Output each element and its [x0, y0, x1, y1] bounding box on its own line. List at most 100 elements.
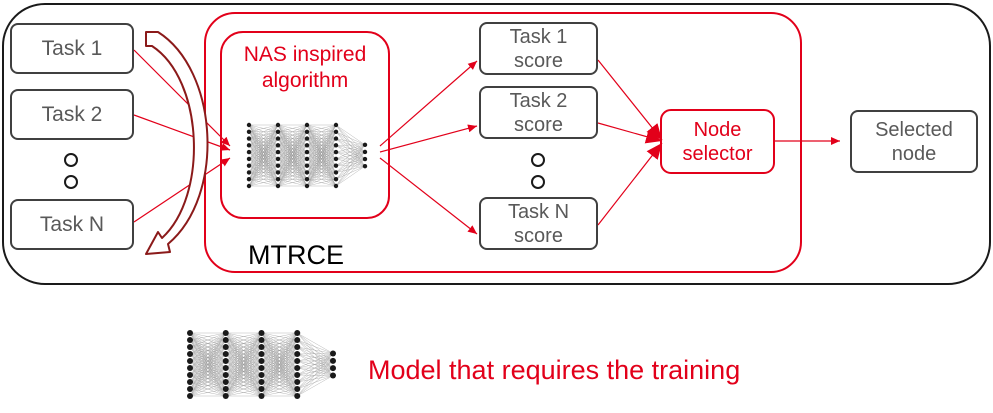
network-node	[275, 163, 281, 168]
network-edge	[277, 124, 308, 146]
arrow-network-to-scoren	[379, 157, 478, 235]
network-node	[187, 365, 193, 371]
arrow-network-to-score2	[379, 124, 478, 153]
network-edge	[225, 332, 262, 369]
network-edge	[225, 332, 262, 355]
network-edge	[297, 353, 334, 362]
network-edge	[261, 332, 298, 383]
arrow-task1-to-network	[133, 49, 231, 147]
network-edge	[335, 166, 366, 187]
network-node	[222, 393, 229, 399]
arrow-scoren-to-selector	[597, 142, 663, 226]
score-1-line1: Task 1	[509, 25, 568, 48]
network-node	[222, 386, 229, 392]
network-edge	[335, 144, 366, 173]
network-edge	[297, 353, 334, 376]
network-node	[333, 143, 339, 148]
selected-node-box: Selected node	[850, 110, 978, 173]
network-edge	[306, 124, 337, 187]
score-ellipsis-icon	[531, 153, 545, 189]
node-selector-line1: Node	[693, 118, 742, 141]
network-edge	[189, 332, 226, 390]
network-node	[330, 357, 336, 364]
task-1-box: Task 1	[10, 23, 134, 74]
network-edge	[261, 332, 298, 348]
network-edge	[306, 124, 337, 146]
network-node	[304, 156, 310, 162]
network-node	[362, 142, 368, 148]
network-edge	[306, 124, 337, 153]
network-edge	[248, 124, 279, 153]
nas-algorithm-box	[220, 31, 390, 219]
network-edge	[306, 131, 337, 187]
network-node	[275, 122, 281, 128]
curved-feedback-arrow	[145, 31, 209, 255]
network-edge	[248, 124, 279, 139]
network-node	[246, 122, 252, 128]
network-node	[275, 143, 281, 148]
network-edge	[277, 124, 308, 153]
arrow-taskn-to-network	[133, 157, 231, 223]
network-edge	[189, 332, 226, 397]
network-edge	[261, 332, 298, 376]
arrow-network-to-score1	[379, 60, 478, 147]
network-node	[275, 177, 281, 182]
network-edge	[306, 145, 337, 187]
network-edge	[297, 346, 334, 354]
network-edge	[189, 332, 226, 383]
arrow-score2-to-selector	[597, 122, 663, 144]
network-edge	[261, 332, 298, 369]
network-edge	[277, 165, 308, 187]
network-edge	[261, 374, 298, 397]
network-node	[187, 330, 193, 336]
network-node	[362, 149, 368, 155]
network-node	[275, 170, 281, 175]
network-edge	[261, 360, 298, 397]
network-node	[187, 372, 193, 378]
network-edge	[277, 179, 308, 187]
network-node	[304, 170, 310, 175]
network-edge	[297, 332, 334, 354]
network-edge	[277, 151, 308, 187]
network-edge	[248, 158, 279, 187]
network-edge	[225, 332, 262, 383]
network-edge	[277, 138, 308, 187]
network-edge	[189, 388, 226, 397]
network-edge	[335, 124, 366, 145]
network-edge	[248, 124, 279, 173]
task-ellipsis-icon	[64, 153, 78, 189]
network-edge	[277, 124, 308, 173]
network-edge	[248, 131, 279, 187]
network-edge	[189, 360, 226, 397]
network-edge	[335, 144, 366, 187]
network-node	[333, 163, 339, 168]
network-edge	[189, 332, 226, 355]
network-node	[258, 351, 265, 357]
task-2-label: Task 2	[41, 102, 103, 126]
network-edge	[248, 151, 279, 187]
network-node	[187, 358, 193, 364]
network-edge	[189, 339, 226, 397]
network-edge	[297, 368, 334, 397]
network-edge	[306, 172, 337, 187]
score-1-box: Task 1 score	[479, 22, 598, 75]
network-node	[246, 163, 252, 168]
network-node	[294, 386, 301, 392]
network-node	[275, 136, 281, 141]
network-edge	[225, 332, 262, 348]
network-node	[258, 393, 265, 399]
arrow-score1-to-selector	[597, 59, 663, 141]
network-edge	[335, 144, 366, 146]
network-node	[294, 393, 301, 399]
network-node	[304, 177, 310, 182]
network-edge	[335, 144, 366, 153]
nas-title-line2: algorithm	[261, 69, 349, 92]
task-2-box: Task 2	[10, 89, 134, 140]
network-edge	[306, 124, 337, 180]
network-edge	[277, 124, 308, 160]
network-node	[330, 350, 336, 357]
network-edge	[297, 339, 334, 354]
network-node	[330, 365, 336, 372]
network-edge	[261, 332, 298, 341]
network-edge	[248, 124, 279, 146]
